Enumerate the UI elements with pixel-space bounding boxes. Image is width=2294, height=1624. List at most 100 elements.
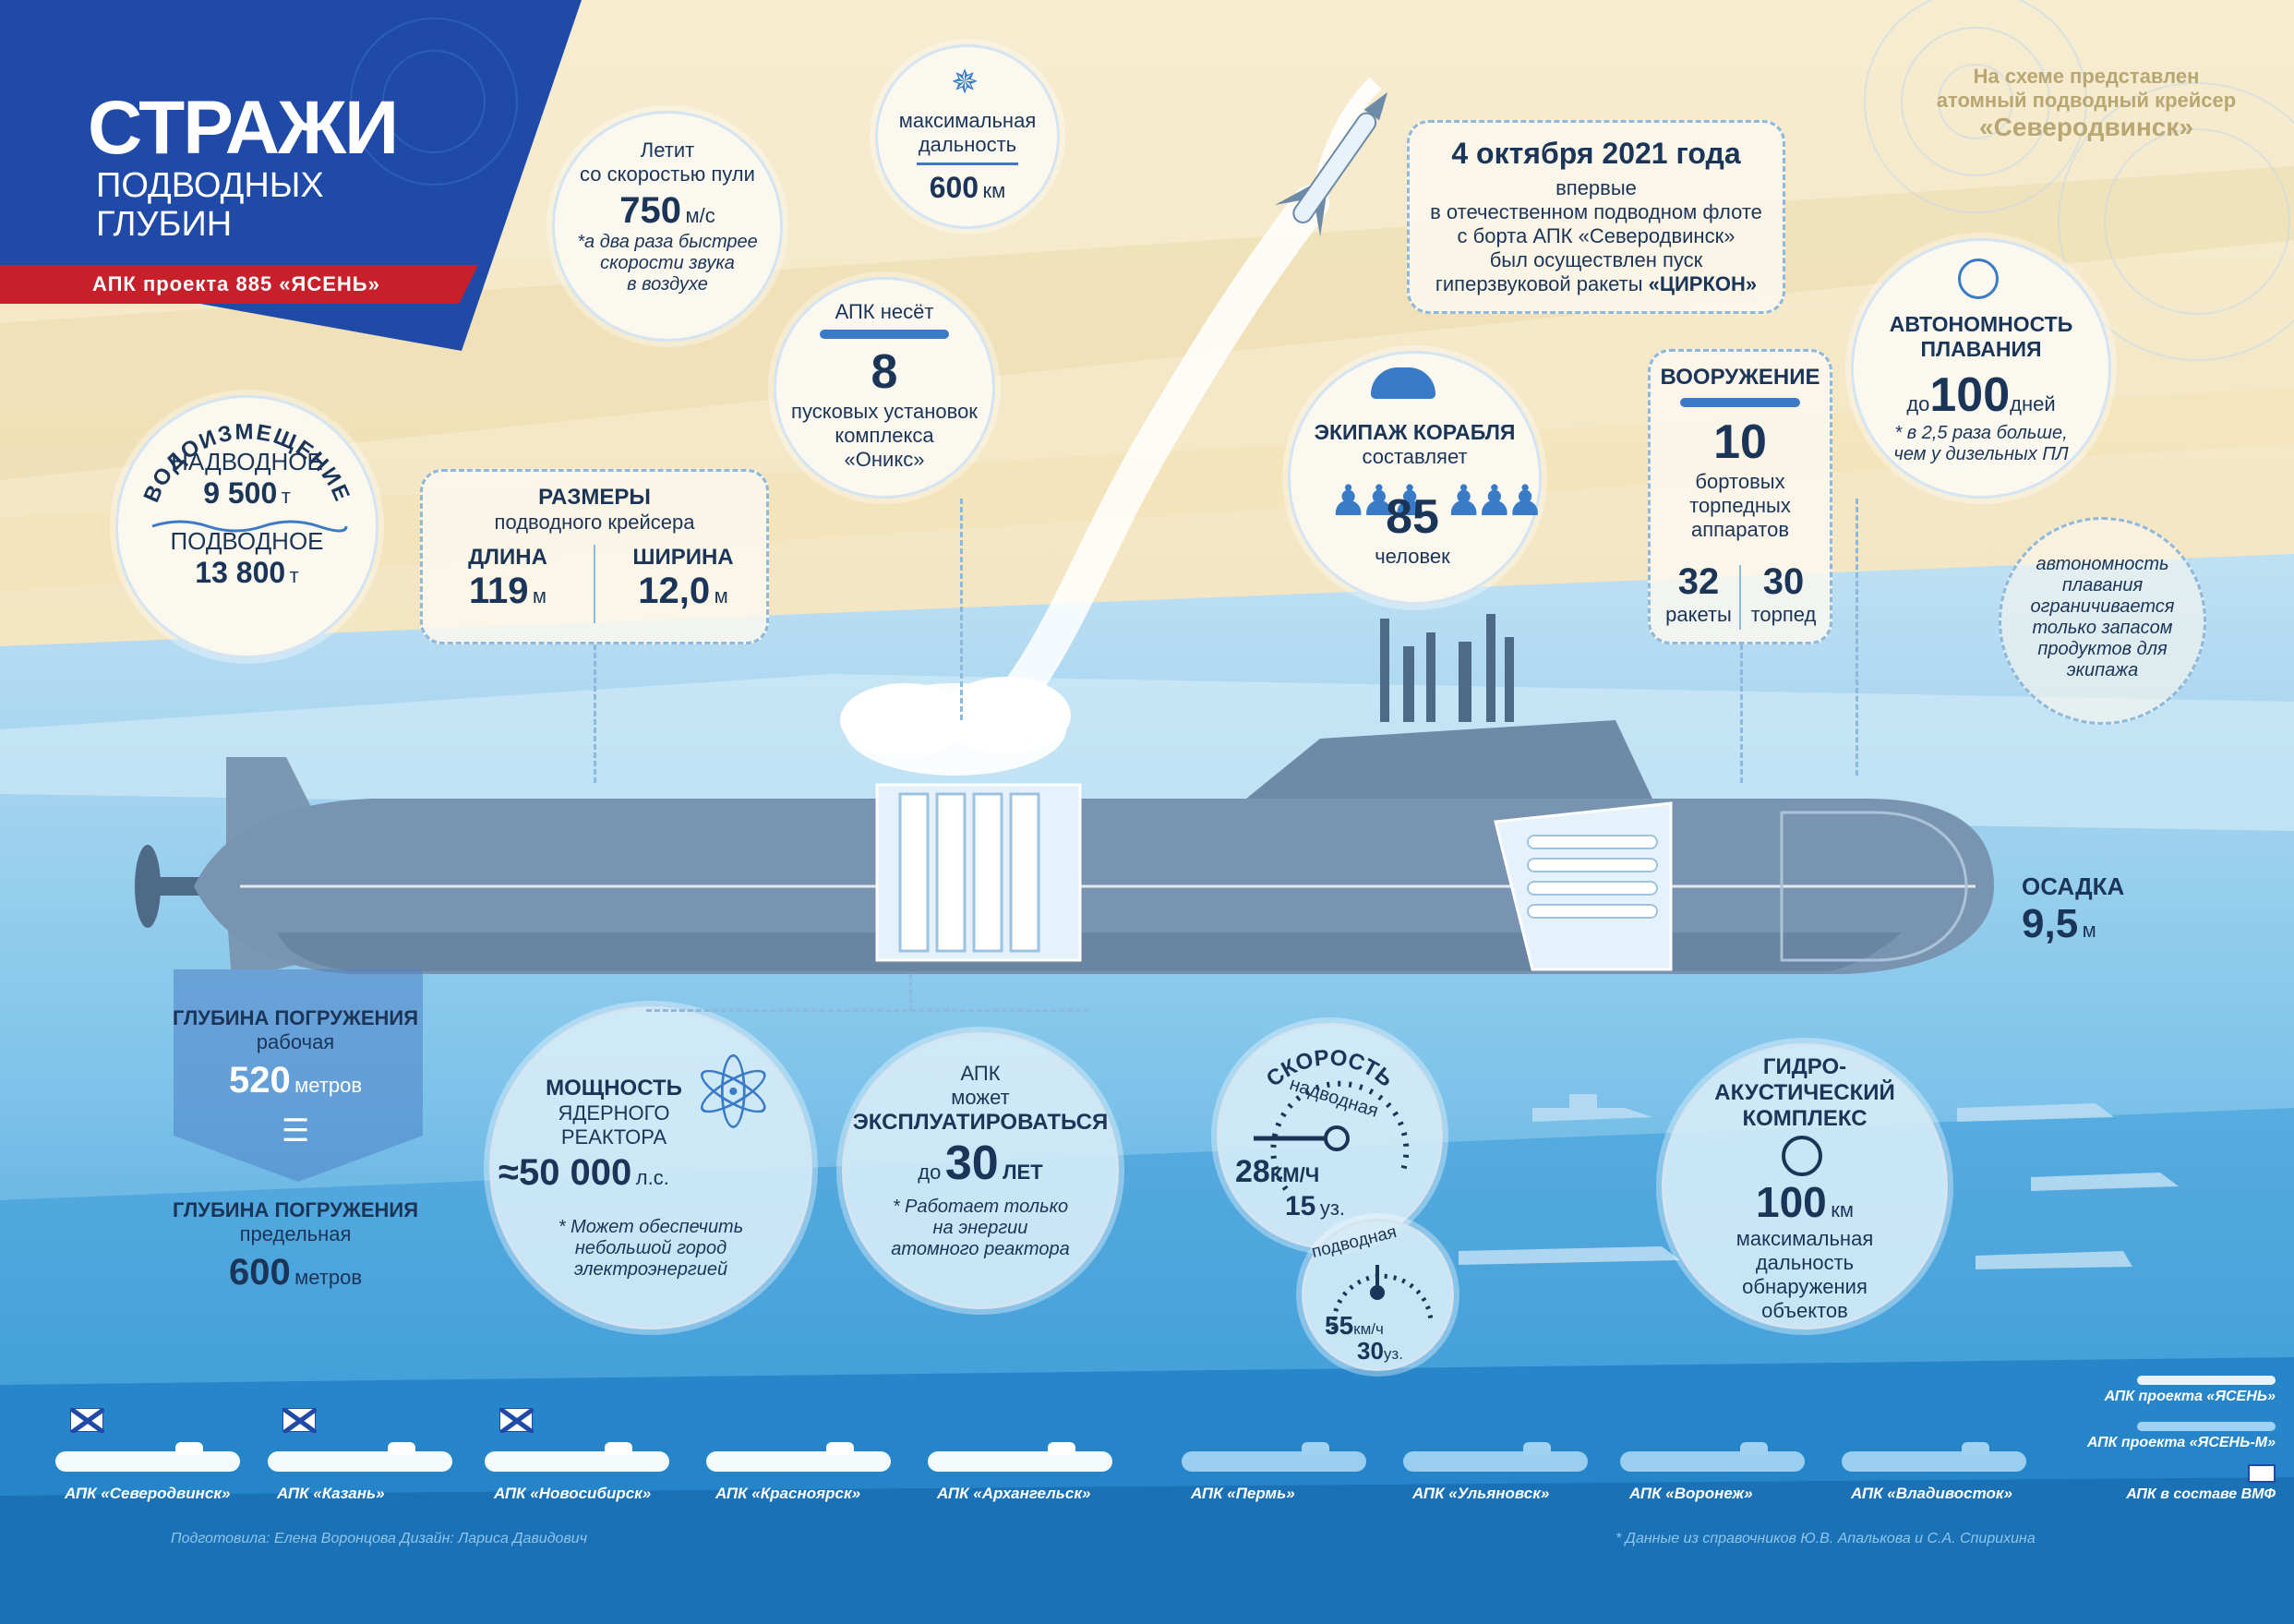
- crew-header: ЭКИПАЖ КОРАБЛЯ составляет: [1288, 420, 1542, 469]
- depth-work-unit: метров: [294, 1074, 363, 1097]
- fleet-sub-icon: [268, 1451, 452, 1472]
- fleet-sub-label: АПК «Новосибирск»: [494, 1485, 652, 1502]
- header-subtitle-1: ПОДВОДНЫХ: [96, 166, 324, 205]
- missiles-label: ракеты: [1665, 603, 1732, 626]
- bullet-value: 750: [619, 190, 682, 231]
- service-unit: ЛЕТ: [1003, 1161, 1043, 1184]
- displacement-surface-label: НАДВОДНОЕ: [171, 448, 323, 475]
- scheme-note-line2: атомный подводный крейсер: [1936, 89, 2237, 112]
- fleet-sub-icon: [1620, 1451, 1805, 1472]
- fleet-sub-tower-icon: [175, 1442, 203, 1455]
- fleet-sub-label: АПК «Воронеж»: [1629, 1485, 1753, 1502]
- crew-value: 85: [1386, 490, 1439, 544]
- date-line5: гиперзвуковой ракеты: [1435, 272, 1643, 295]
- length-unit: м: [532, 584, 547, 607]
- speed-surface-kmh-block: 28КМ/Ч: [1235, 1154, 1319, 1190]
- autonomy-note-l4: только запасом: [2032, 618, 2173, 638]
- connector-reactor: [909, 974, 912, 1011]
- fleet-sub-tower-icon: [1048, 1442, 1075, 1455]
- autonomy-note1: * в 2,5 раза больше,: [1894, 423, 2068, 443]
- fleet-sub-label: АПК «Северодвинск»: [65, 1485, 231, 1502]
- legend-yasen-m: АПК проекта «ЯСЕНЬ-М»: [2086, 1435, 2276, 1450]
- displacement-circle: [115, 395, 378, 658]
- autonomy-note-l5: продуктов для: [2037, 639, 2168, 659]
- fleet-sub-icon: [1403, 1451, 1588, 1472]
- dimensions-subtitle: подводного крейсера: [494, 511, 695, 534]
- connector-dimensions: [594, 644, 596, 783]
- fleet-sub-icon: [928, 1451, 1112, 1472]
- launchers-value: 8: [871, 345, 898, 399]
- displacement-surface-value: 9 500: [203, 476, 278, 510]
- depth-work-sub: рабочая: [256, 1030, 335, 1053]
- date-title: 4 октября 2021 года: [1451, 137, 1741, 170]
- reactor-notes: * Может обеспечить небольшой город элект…: [517, 1217, 785, 1281]
- speed-kmh-unit: КМ/Ч: [1269, 1163, 1320, 1186]
- sonar-n4: объектов: [1761, 1299, 1848, 1322]
- fleet-sub-icon: [1842, 1451, 2026, 1472]
- fleet-sub-icon: [55, 1451, 240, 1472]
- scheme-note-line3: «Северодвинск»: [1979, 113, 2193, 141]
- connector-armament: [1740, 644, 1743, 783]
- displacement-text: НАДВОДНОЕ 9 500 т ПОДВОДНОЕ 13 800 т: [115, 448, 378, 590]
- sonar-n3: обнаружения: [1742, 1275, 1868, 1298]
- sonar-l2: АКУСТИЧЕСКИЙ: [1714, 1080, 1895, 1105]
- legend-yasen-icon: [2137, 1376, 2276, 1385]
- speed-under-kmh: 55: [1325, 1311, 1354, 1340]
- reactor-labels: МОЩНОСТЬ ЯДЕРНОГО РЕАКТОРА: [535, 1076, 692, 1149]
- dimensions-header: РАЗМЕРЫ подводного крейсера: [420, 485, 769, 535]
- displacement-surface-unit: т: [281, 485, 291, 508]
- fleet-sub-tower-icon: [826, 1442, 854, 1455]
- range-line2: дальность: [918, 133, 1017, 156]
- date-line3: с борта АПК «Северодвинск»: [1457, 224, 1736, 247]
- fleet-sub-tower-icon: [605, 1442, 632, 1455]
- fleet-sub-label: АПК «Пермь»: [1191, 1485, 1295, 1502]
- speed-surface-kmh: 28: [1235, 1154, 1270, 1189]
- service-pre: до: [918, 1161, 942, 1184]
- scheme-note: На схеме представлен атомный подводный к…: [1902, 65, 2271, 142]
- service-l2: может: [951, 1086, 1010, 1109]
- crosshair-icon: [1958, 259, 1999, 299]
- length-block: ДЛИНА 119 м: [434, 545, 582, 612]
- reactor-value: ≈50 000: [498, 1152, 632, 1193]
- service-l3: ЭКСПЛУАТИРОВАТЬСЯ: [852, 1110, 1109, 1135]
- crew-people-icon: ♟♟♟: [1329, 476, 1429, 524]
- date-box-text: 4 октября 2021 года впервые в отечествен…: [1407, 137, 1785, 296]
- navy-flag-icon: [282, 1406, 318, 1436]
- fleet-sub-tower-icon: [1740, 1442, 1768, 1455]
- reactor-unit: л.с.: [635, 1166, 669, 1189]
- missile-icon: [820, 330, 949, 339]
- armament-line1: бортовых: [1695, 470, 1785, 493]
- sonar-value: 100: [1756, 1178, 1827, 1226]
- sources: * Данные из справочников Ю.В. Апалькова …: [1615, 1531, 2036, 1546]
- depth-work-value: 520: [228, 1060, 291, 1101]
- service-circle: [842, 1032, 1119, 1309]
- cap-icon: [1371, 367, 1435, 399]
- fleet-sub-tower-icon: [1302, 1442, 1329, 1455]
- launchers-line1: АПК несёт: [835, 300, 934, 323]
- reactor-l2: ЯДЕРНОГО: [558, 1101, 670, 1125]
- torpedo-block: 30 торпед: [1742, 561, 1825, 627]
- torpedo-icon: [1680, 398, 1800, 407]
- launchers-line4: «Оникс»: [844, 448, 925, 471]
- date-line2: в отечественном подводном флоте: [1430, 200, 1762, 223]
- sonar-value-block: 100 км максимальная дальность обнаружени…: [1662, 1177, 1948, 1323]
- service-text: АПК может ЭКСПЛУАТИРОВАТЬСЯ до 30 ЛЕТ * …: [833, 1062, 1128, 1260]
- depth-max-unit: метров: [294, 1266, 363, 1289]
- sonar-unit: км: [1831, 1198, 1854, 1221]
- speed-kn-unit: уз.: [1319, 1197, 1346, 1220]
- bullet-line2: со скоростью пули: [580, 162, 755, 186]
- torpedo-label: торпед: [1750, 603, 1817, 626]
- header-subtitle-2: ГЛУБИН: [96, 205, 233, 244]
- fleet-sub-tower-icon: [1962, 1442, 1989, 1455]
- sonar-n1: максимальная: [1736, 1227, 1874, 1250]
- range-circle: [875, 44, 1060, 229]
- bullet-note3: в воздухе: [627, 274, 708, 295]
- speed-under-kn-unit: уз.: [1383, 1345, 1403, 1363]
- launchers-line3: комплекса: [835, 424, 934, 447]
- fleet-sub-icon: [1182, 1451, 1366, 1472]
- service-l1: АПК: [960, 1062, 1001, 1085]
- autonomy-note-l2: плавания: [2061, 575, 2144, 595]
- service-note2: на энергии: [932, 1218, 1028, 1238]
- launchers-circle: [774, 277, 995, 499]
- speed-under-kn-block: 30уз.: [1357, 1337, 1403, 1365]
